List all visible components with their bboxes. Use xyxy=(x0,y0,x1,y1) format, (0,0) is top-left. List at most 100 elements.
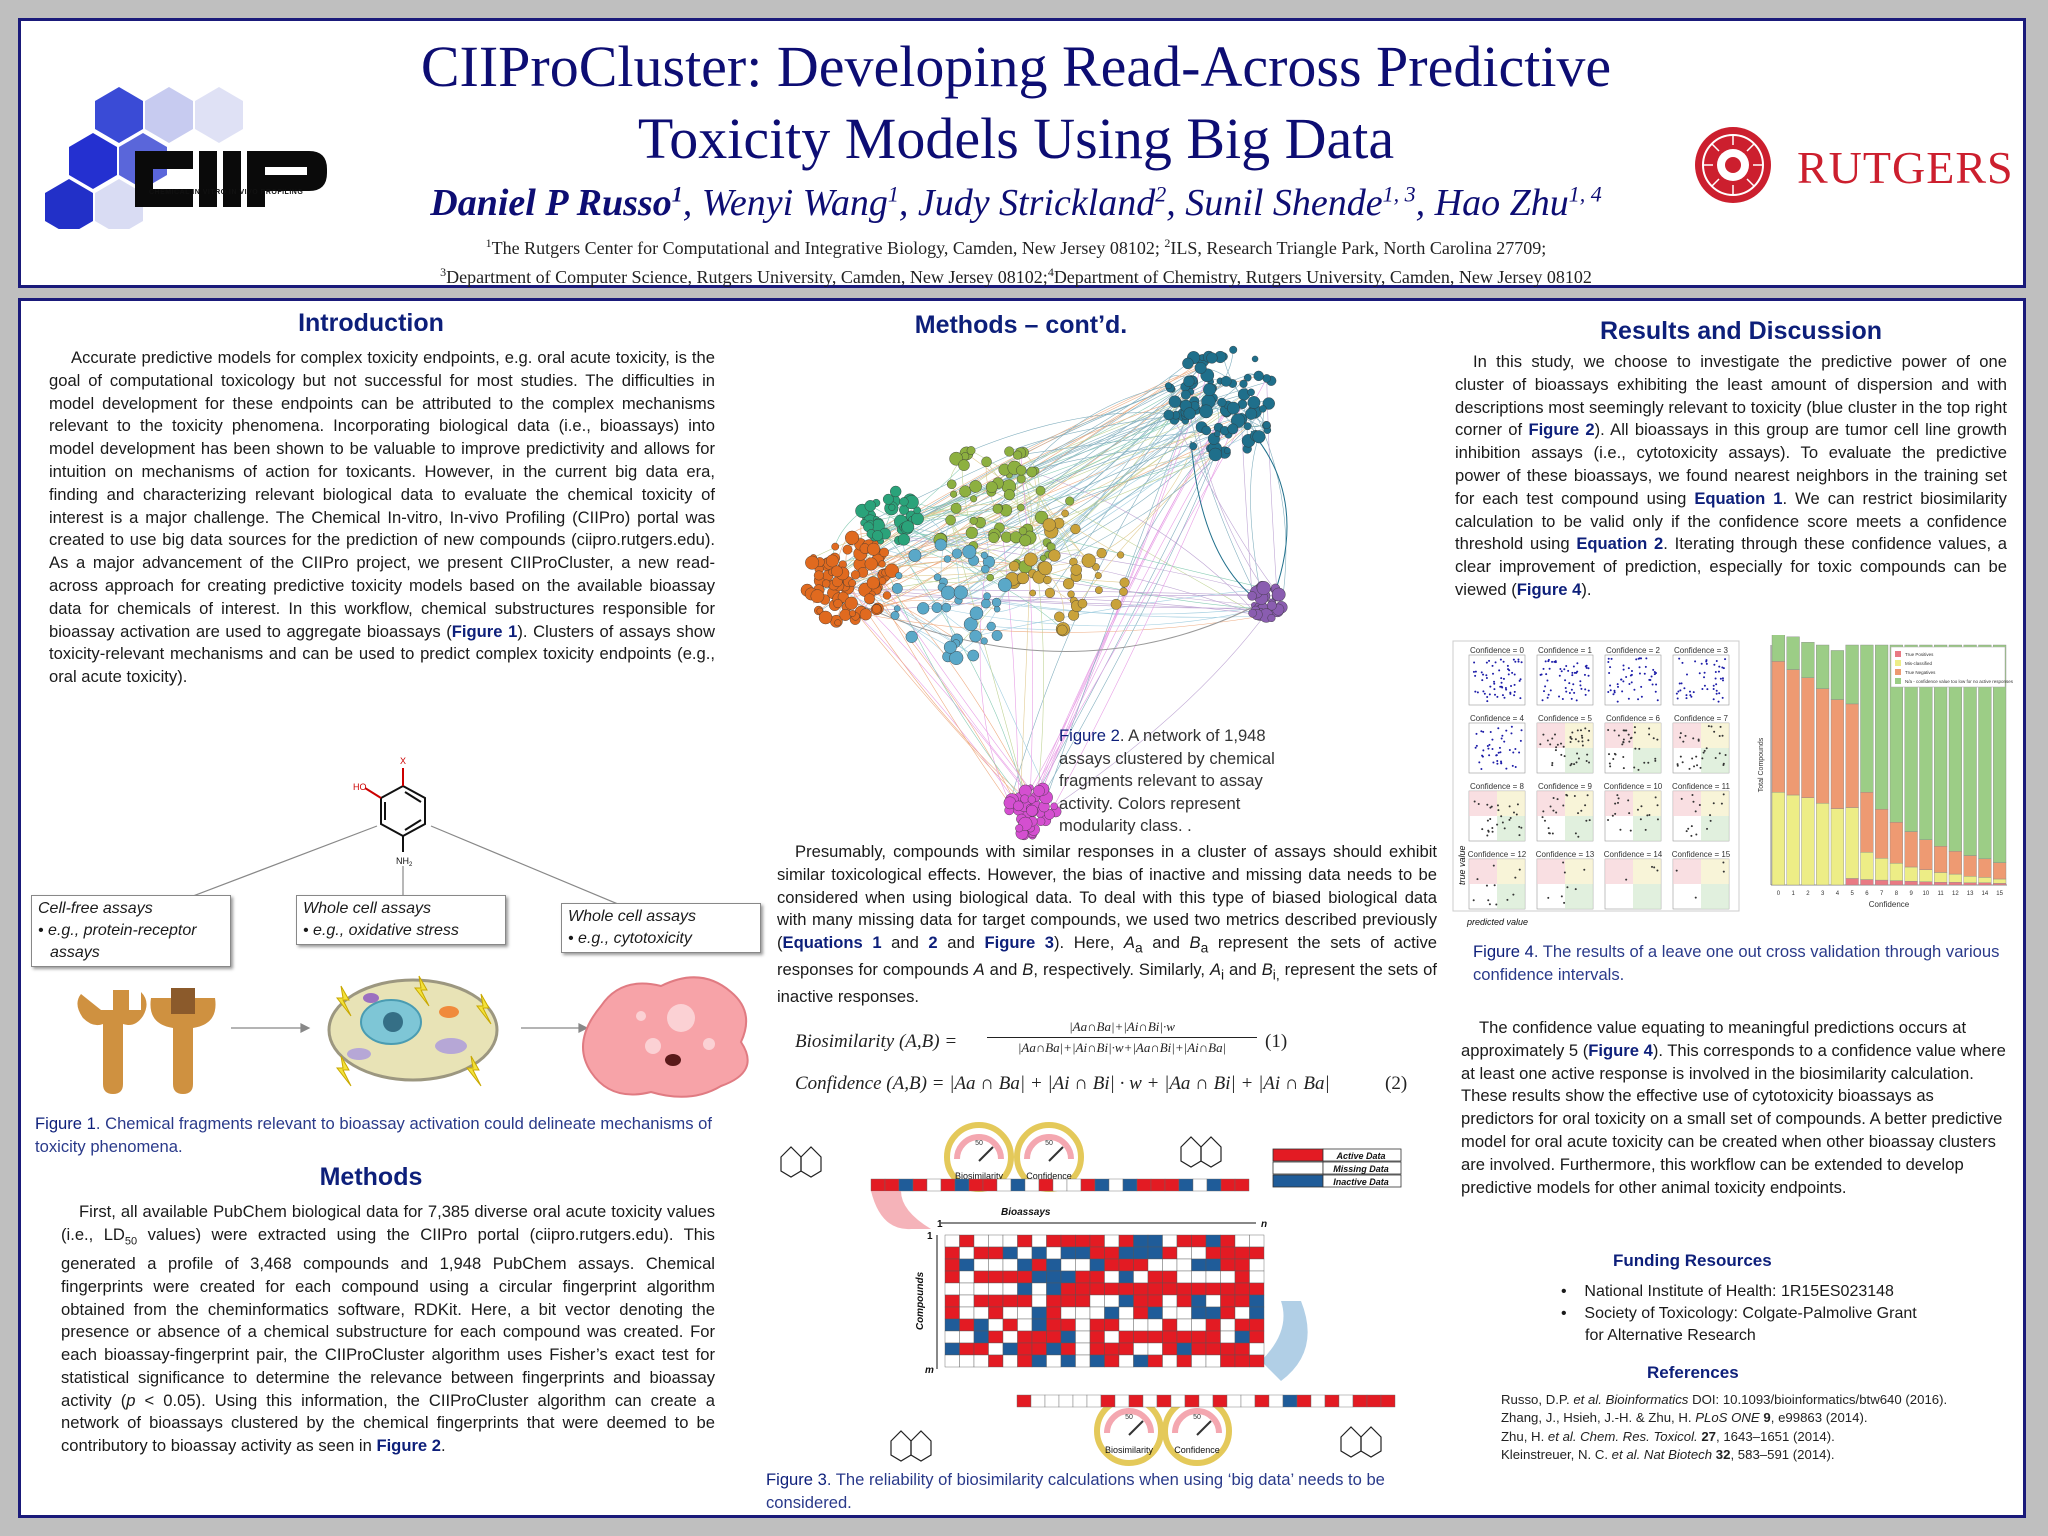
matrix-cell xyxy=(1060,1306,1076,1320)
network-node xyxy=(965,526,978,539)
scatter-point xyxy=(1509,816,1512,819)
matrix-cell xyxy=(1031,1354,1047,1368)
scatter-point xyxy=(1717,700,1720,703)
network-edge xyxy=(839,413,1252,586)
scatter-point xyxy=(1569,736,1572,739)
scatter-point xyxy=(1617,797,1620,800)
introduction-paragraph: Accurate predictive models for complex t… xyxy=(49,348,716,687)
matrix-cell xyxy=(1075,1354,1091,1368)
scatter-point xyxy=(1639,818,1642,821)
scatter-point xyxy=(1622,738,1625,741)
bar-segment xyxy=(1845,644,1859,705)
scatter-point xyxy=(1541,699,1544,702)
scatter-point xyxy=(1652,668,1655,671)
bar-legend xyxy=(1890,646,2006,688)
network-edge xyxy=(1009,413,1190,452)
matrix-cell xyxy=(1191,1342,1207,1356)
scatter-point xyxy=(1715,692,1718,695)
matrix-cell xyxy=(1104,1330,1120,1344)
network-edge xyxy=(1024,367,1201,800)
poster-title: CIIProCluster: Developing Read-Across Pr… xyxy=(311,31,1721,175)
scatter-point xyxy=(1577,835,1580,838)
scatter-point xyxy=(1646,814,1649,817)
compound-b-cell xyxy=(1366,1394,1382,1408)
scatter-quadrant xyxy=(1565,791,1593,816)
scatter-point xyxy=(1699,766,1702,769)
scatter-point xyxy=(1512,751,1515,754)
scatter-point xyxy=(1519,697,1522,700)
scatter-quadrant xyxy=(1701,884,1729,909)
compound-b-cell xyxy=(1268,1394,1284,1408)
network-node xyxy=(934,538,947,551)
matrix-cell xyxy=(1060,1294,1076,1308)
scatter-point xyxy=(1518,679,1521,682)
scatter-point xyxy=(1721,734,1724,737)
matrix-cell xyxy=(1031,1342,1047,1356)
scatter-point xyxy=(1577,812,1580,815)
matrix-cell xyxy=(1017,1282,1033,1296)
network-node xyxy=(1044,587,1055,598)
scatter-point xyxy=(1692,737,1695,740)
matrix-cell xyxy=(1002,1330,1018,1344)
network-node xyxy=(1019,534,1032,547)
matrix-cell xyxy=(1234,1234,1250,1248)
scatter-point xyxy=(1514,748,1517,751)
scatter-point xyxy=(1547,693,1550,696)
scatter-point xyxy=(1558,674,1561,677)
scatter-point xyxy=(1692,691,1695,694)
network-edge xyxy=(1017,425,1267,456)
scatter-point xyxy=(1489,730,1492,733)
molecule-icon xyxy=(1200,1136,1222,1168)
matrix-cell xyxy=(944,1306,960,1320)
scatter-panel-title: Confidence = 13 xyxy=(1536,850,1595,859)
bar-segment xyxy=(1904,866,1918,882)
matrix-cell xyxy=(1191,1354,1207,1368)
matrix-cell xyxy=(1234,1318,1250,1332)
matrix-cell xyxy=(1002,1354,1018,1368)
bar-segment xyxy=(1978,882,1992,886)
matrix-cell xyxy=(1249,1258,1265,1272)
introduction-heading: Introduction xyxy=(298,309,444,337)
matrix-cell xyxy=(1089,1354,1105,1368)
gauge-needle xyxy=(1128,1420,1144,1436)
scatter-point xyxy=(1652,737,1655,740)
matrix-cell xyxy=(1118,1306,1134,1320)
scatter-point xyxy=(1580,809,1583,812)
legend-label-box xyxy=(1322,1148,1402,1162)
network-node xyxy=(844,596,858,610)
scatter-point xyxy=(1707,725,1710,728)
network-node xyxy=(899,497,909,507)
network-node xyxy=(1259,405,1267,413)
scatter-point xyxy=(1656,818,1659,821)
scatter-point xyxy=(1508,805,1511,808)
scatter-point xyxy=(1655,683,1658,686)
scatter-point xyxy=(1481,679,1484,682)
matrix-cell xyxy=(1162,1234,1178,1248)
scatter-point xyxy=(1552,809,1555,812)
scatter-point xyxy=(1472,670,1475,673)
network-edge xyxy=(987,595,1265,616)
scatter-point xyxy=(1501,686,1504,689)
matrix-cell xyxy=(1234,1246,1250,1260)
matrix-cell xyxy=(1220,1330,1236,1344)
matrix-cell xyxy=(1089,1282,1105,1296)
matrix-cell xyxy=(1234,1294,1250,1308)
network-node xyxy=(949,650,964,665)
compound-a-cell xyxy=(968,1178,984,1192)
matrix-cell xyxy=(1031,1294,1047,1308)
legend-swatch xyxy=(1272,1148,1324,1162)
network-node xyxy=(1044,809,1055,820)
scatter-point xyxy=(1502,677,1505,680)
scatter-point xyxy=(1713,730,1716,733)
network-node xyxy=(864,500,877,512)
network-node xyxy=(1016,572,1029,585)
scatter-point xyxy=(1703,676,1706,679)
scatter-point xyxy=(1549,743,1552,746)
scatter-y-label: true value xyxy=(1457,845,1467,885)
scatter-point xyxy=(1706,827,1709,830)
network-node xyxy=(1189,442,1198,451)
scatter-panel-title: Confidence = 5 xyxy=(1538,714,1593,723)
scatter-point xyxy=(1512,893,1515,896)
network-edge xyxy=(996,602,1262,615)
scatter-point xyxy=(1625,878,1628,881)
